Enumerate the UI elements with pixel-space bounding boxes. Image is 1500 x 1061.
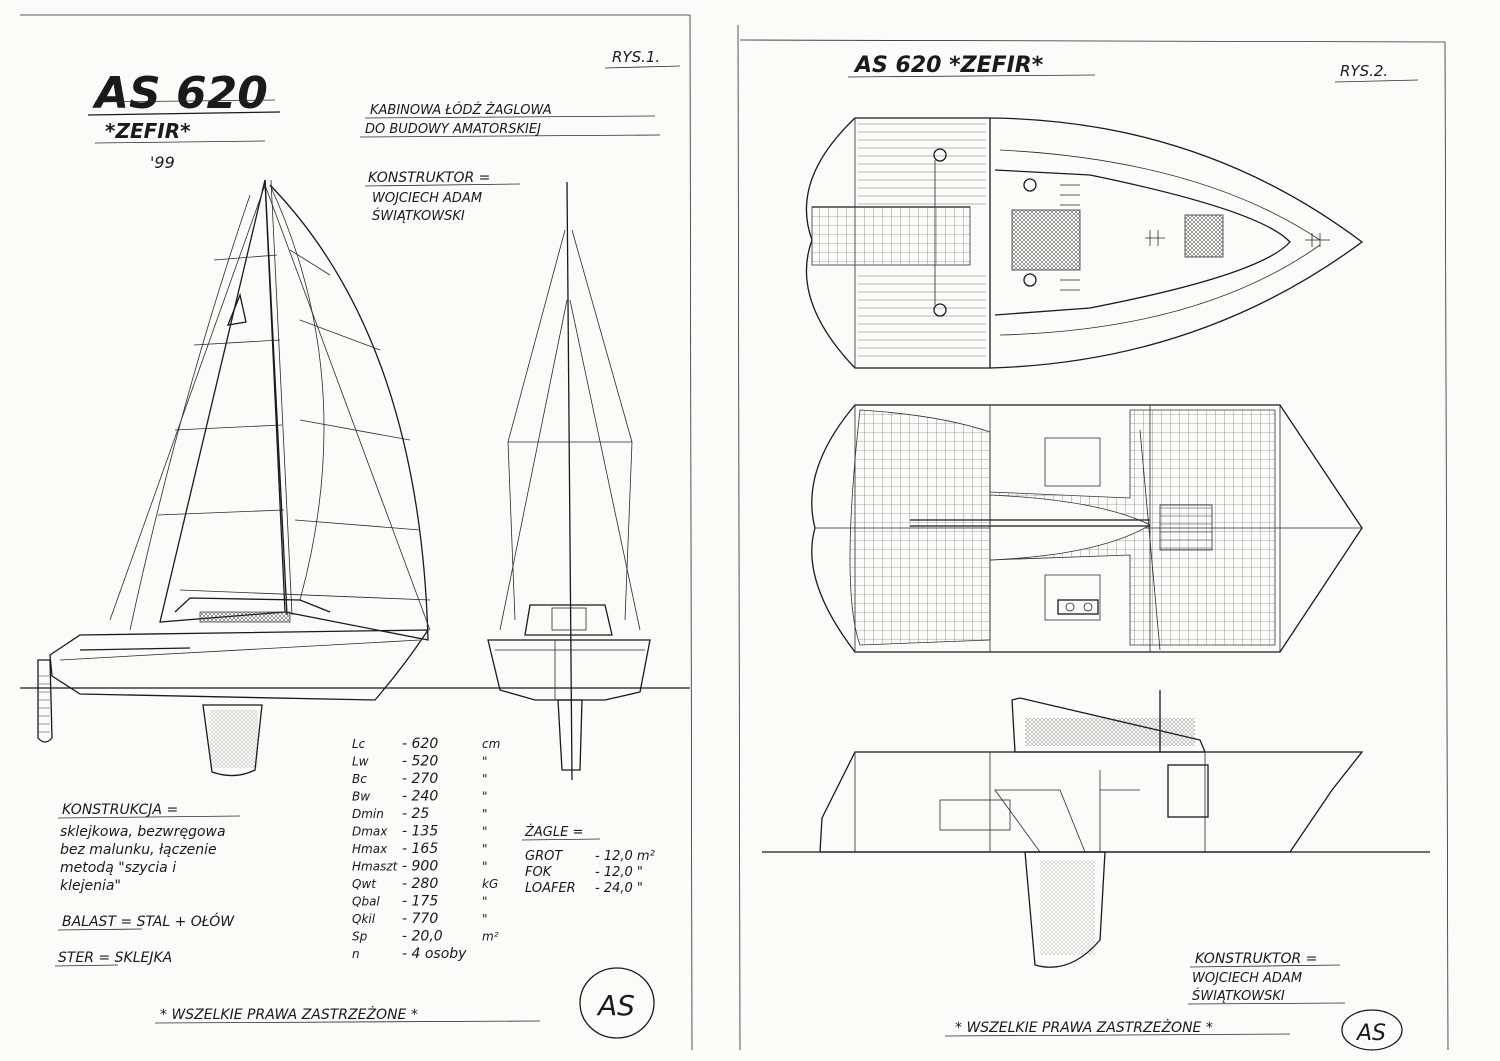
sheet1-designer-line1: WOJCIECH ADAM: [372, 191, 482, 206]
spec-value: - 270: [402, 771, 438, 787]
spec-unit: ": [482, 895, 488, 909]
sheet1-year: '99: [150, 153, 175, 172]
spec-unit: ": [482, 842, 488, 856]
sheet2-designer-line2: ŚWIĄTKOWSKI: [1192, 988, 1285, 1004]
sail-name: GROT: [525, 849, 563, 864]
spec-value: - 135: [402, 824, 438, 840]
sails-heading: ŻAGLE =: [524, 824, 583, 840]
spec-symbol: Dmax: [352, 825, 388, 839]
spec-unit: ": [482, 825, 488, 839]
spec-unit: cm: [482, 737, 500, 751]
spec-symbol: Lc: [352, 737, 366, 751]
spec-value: - 4 osoby: [402, 946, 467, 962]
sheet1-fig-label: RYS.1.: [612, 48, 660, 66]
sail-name: LOAFER: [525, 881, 576, 896]
spec-value: - 25: [402, 806, 429, 822]
sheet1-designer-line2: ŚWIĄTKOWSKI: [372, 208, 465, 224]
spec-unit: kG: [482, 877, 498, 891]
sheet2-designer-heading: KONSTRUKTOR =: [1195, 951, 1317, 967]
construction-line-2: bez malunku, łączenie: [60, 842, 217, 858]
sheet1-rights-notice: * WSZELKIE PRAWA ZASTRZEŻONE *: [160, 1005, 418, 1023]
sail-value: - 12,0 ": [595, 865, 643, 880]
spec-unit: m²: [482, 930, 499, 944]
sheet1-designer-heading: KONSTRUKTOR =: [368, 170, 490, 186]
spec-symbol: Hmaszt: [352, 860, 399, 874]
spec-symbol: Sp: [352, 930, 368, 944]
construction-line-4: klejenia": [60, 878, 121, 894]
spec-value: - 165: [402, 841, 438, 857]
spec-value: - 620: [402, 736, 438, 752]
spec-value: - 900: [402, 859, 438, 875]
spec-symbol: Bw: [352, 790, 370, 804]
spec-value: - 20,0: [402, 929, 443, 945]
spec-unit: ": [482, 912, 488, 926]
spec-symbol: Qbal: [352, 895, 380, 909]
sheet2-title: AS 620 *ZEFIR*: [853, 53, 1044, 78]
construction-line-3: metodą "szycia i: [60, 860, 176, 876]
spec-value: - 240: [402, 789, 438, 805]
spec-unit: ": [482, 807, 488, 821]
spec-unit: ": [482, 772, 488, 786]
sheet1-description-line2: DO BUDOWY AMATORSKIEJ: [365, 122, 541, 137]
svg-text:AS: AS: [1355, 1021, 1386, 1046]
sheet1-stamp: AS: [579, 967, 655, 1039]
deck-plan-drawing: [805, 117, 1364, 369]
ballast-note: BALAST = STAL + OŁÓW: [62, 912, 235, 930]
spec-symbol: Bc: [352, 772, 367, 786]
spec-value: - 520: [402, 754, 438, 770]
interior-plan-drawing: [811, 404, 1363, 653]
sheet2-fig-label: RYS.2.: [1340, 62, 1388, 80]
spec-unit: ": [482, 755, 488, 769]
spec-value: - 770: [402, 911, 438, 927]
sheet-1: RYS.1. AS 620 *ZEFIR* '99 KABINOWA ŁÓDŹ …: [20, 14, 693, 1051]
sheet2-stamp: AS: [1341, 1009, 1403, 1051]
construction-notes: sklejkowa, bezwręgowa bez malunku, łącze…: [60, 824, 226, 894]
sheet1-model-title: AS 620: [92, 68, 268, 119]
rudder-note: STER = SKLEJKA: [58, 950, 172, 966]
sail-name: FOK: [525, 865, 553, 880]
front-view-drawing: [487, 181, 651, 781]
spec-symbol: Lw: [352, 755, 369, 769]
construction-heading: KONSTRUKCJA =: [62, 802, 178, 818]
spec-symbol: Dmin: [352, 807, 384, 821]
spec-symbol: Qkil: [352, 912, 376, 926]
side-section-drawing: [762, 690, 1430, 968]
spec-unit: ": [482, 790, 488, 804]
spec-value: - 175: [402, 894, 438, 910]
sheet-2: AS 620 *ZEFIR* RYS.2.: [737, 24, 1449, 1051]
svg-text:AS: AS: [596, 989, 635, 1022]
sheet2-rights-notice: * WSZELKIE PRAWA ZASTRZEŻONE *: [955, 1018, 1213, 1036]
sheet1-description-line1: KABINOWA ŁÓDŹ ŻAGLOWA: [370, 102, 552, 118]
sails-table: GROT - 12,0 m² FOK - 12,0 " LOAFER - 24,0 ": [525, 849, 655, 896]
side-profile-drawing: [37, 179, 431, 777]
sheet2-designer-line1: WOJCIECH ADAM: [1192, 971, 1302, 986]
construction-line-1: sklejkowa, bezwręgowa: [60, 824, 226, 840]
spec-value: - 280: [402, 876, 438, 892]
sheet1-model-name: *ZEFIR*: [105, 119, 191, 143]
spec-symbol: Qwt: [352, 877, 377, 891]
spec-symbol: n: [352, 947, 360, 961]
spec-unit: ": [482, 860, 488, 874]
sail-value: - 12,0 m²: [595, 849, 655, 864]
spec-symbol: Hmax: [352, 842, 388, 856]
sail-value: - 24,0 ": [595, 881, 643, 896]
